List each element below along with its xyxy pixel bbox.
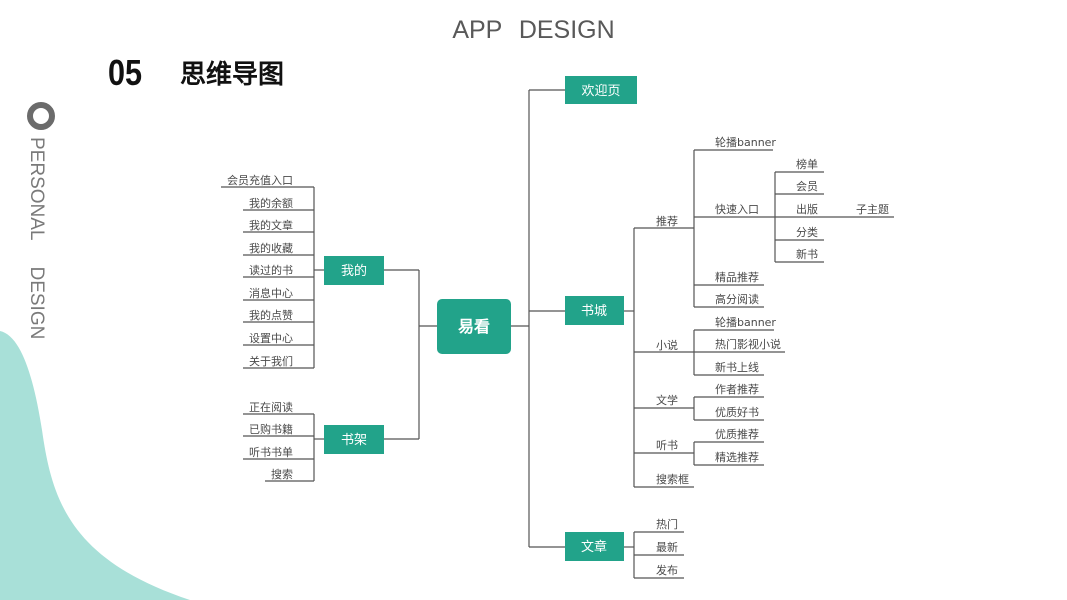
tingshu-leaves: 优质推荐 精选推荐 (715, 427, 759, 464)
leaf-item[interactable]: 优质推荐 (715, 427, 759, 441)
leaf-subtopic[interactable]: 子主题 (856, 203, 889, 216)
leaf-item[interactable]: 设置中心 (249, 332, 293, 345)
wenzhang-leaves: 热门 最新 发布 (656, 517, 678, 577)
node-wenzhang[interactable]: 文章 (565, 532, 624, 561)
node-shujia[interactable]: 书架 (324, 425, 384, 454)
node-wode[interactable]: 我的 (324, 256, 384, 285)
leaf-item[interactable]: 热门 (656, 517, 678, 531)
leaf-item[interactable]: 精品推荐 (715, 270, 759, 284)
leaf-item[interactable]: 新书上线 (715, 360, 759, 374)
wode-leaves: 会员充值入口 我的余额 我的文章 我的收藏 读过的书 消息中心 我的点赞 设置中… (227, 173, 293, 368)
leaf-item[interactable]: 我的收藏 (249, 241, 293, 255)
leaf-item[interactable]: 热门影视小说 (715, 337, 781, 351)
leaf-item[interactable]: 搜索 (271, 467, 293, 481)
leaf-item[interactable]: 我的点赞 (249, 308, 293, 322)
node-welcome-label: 欢迎页 (581, 84, 620, 99)
leaf-item[interactable]: 作者推荐 (715, 382, 759, 396)
leaf-item[interactable]: 出版 (796, 202, 818, 216)
shucheng-branches: 推荐 小说 文学 听书 搜索框 (656, 214, 689, 486)
section-number: 05 (108, 52, 143, 93)
node-shujia-label: 书架 (341, 433, 367, 448)
node-shucheng-label: 书城 (581, 304, 607, 319)
wenxue-leaves: 作者推荐 优质好书 (715, 382, 759, 419)
leaf-item[interactable]: 已购书籍 (249, 422, 293, 436)
leaf-item[interactable]: 会员充值入口 (227, 173, 293, 187)
ring-icon (27, 102, 55, 130)
header-title: APP DESIGN (452, 16, 615, 44)
node-welcome[interactable]: 欢迎页 (565, 76, 637, 104)
leaf-item[interactable]: 高分阅读 (715, 292, 759, 306)
leaf-item[interactable]: 轮播banner (715, 135, 776, 149)
leaf-item[interactable]: 最新 (656, 540, 678, 554)
leaf-item[interactable]: 分类 (796, 225, 818, 239)
leaf-item[interactable]: 正在阅读 (249, 400, 293, 414)
branch-tingshu[interactable]: 听书 (656, 439, 678, 452)
node-wode-label: 我的 (341, 263, 367, 279)
quick-entry-leaves: 榜单 会员 出版 分类 新书 子主题 (796, 157, 889, 261)
leaf-item[interactable]: 关于我们 (249, 354, 293, 368)
leaf-item[interactable]: 轮播banner (715, 315, 776, 329)
leaf-item[interactable]: 听书书单 (249, 446, 293, 459)
branch-xiaoshuo[interactable]: 小说 (656, 338, 678, 352)
leaf-item[interactable]: 消息中心 (249, 286, 293, 300)
branch-search[interactable]: 搜索框 (656, 472, 689, 486)
connector-lines (221, 89, 894, 579)
leaf-item[interactable]: 优质好书 (715, 405, 759, 419)
root-node[interactable]: 易看 (437, 299, 511, 354)
leaf-item[interactable]: 新书 (796, 247, 818, 261)
leaf-item[interactable]: 我的文章 (249, 218, 293, 232)
tuijian-leaves: 轮播banner 快速入口 精品推荐 高分阅读 (715, 135, 776, 306)
section-title: 思维导图 (180, 60, 285, 90)
node-shucheng[interactable]: 书城 (565, 296, 624, 325)
node-wenzhang-label: 文章 (581, 539, 607, 555)
xiaoshuo-leaves: 轮播banner 热门影视小说 新书上线 (715, 315, 781, 374)
leaf-item[interactable]: 发布 (656, 563, 678, 577)
leaf-item[interactable]: 我的余额 (249, 196, 293, 210)
branch-wenxue[interactable]: 文学 (656, 393, 678, 407)
leaf-item[interactable]: 精选推荐 (715, 450, 759, 464)
leaf-item[interactable]: 读过的书 (249, 263, 293, 277)
leaf-quick-entry[interactable]: 快速入口 (715, 203, 759, 216)
leaf-item[interactable]: 会员 (796, 180, 818, 193)
shujia-leaves: 正在阅读 已购书籍 听书书单 搜索 (249, 400, 293, 481)
branch-tuijian[interactable]: 推荐 (656, 214, 678, 228)
root-label: 易看 (458, 317, 490, 336)
leaf-item[interactable]: 榜单 (796, 157, 818, 171)
